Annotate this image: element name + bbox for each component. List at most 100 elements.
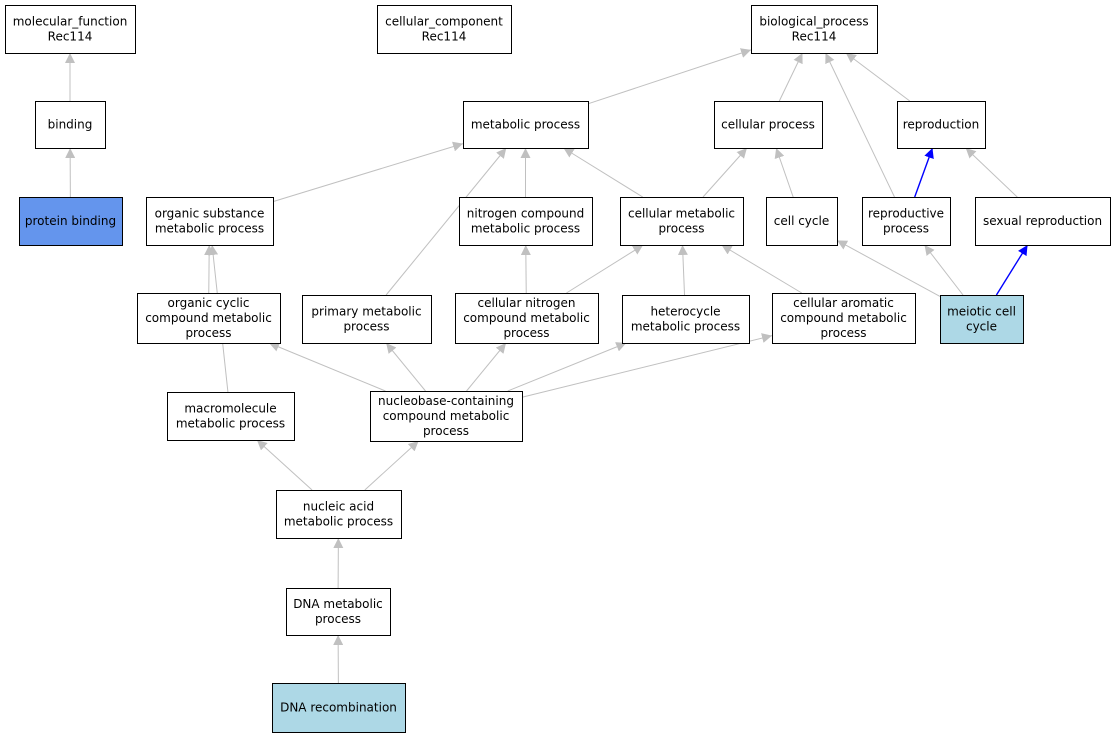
node-box[interactable] xyxy=(377,5,512,54)
node-label: Rec114 xyxy=(422,30,467,44)
node-box[interactable] xyxy=(137,293,281,344)
node-reproduction[interactable]: reproduction xyxy=(897,101,986,149)
node-box[interactable] xyxy=(897,101,986,149)
node-label: nitrogen compound xyxy=(467,207,585,221)
node-protein-binding[interactable]: protein binding xyxy=(19,197,123,246)
node-box[interactable] xyxy=(940,295,1024,344)
node-label: primary metabolic xyxy=(311,305,421,319)
node-label: process xyxy=(503,326,549,340)
edge-cellular_metabolic-to-metabolic_process xyxy=(563,147,643,198)
edge-meiotic_cell_cycle-to-cell_cycle xyxy=(836,239,941,297)
node-box[interactable] xyxy=(772,293,916,344)
edge-metabolic_process-to-biological_process xyxy=(587,48,752,105)
edge-reproduction-to-biological_process xyxy=(845,52,911,102)
node-box[interactable] xyxy=(751,5,878,54)
node-box[interactable] xyxy=(302,295,432,344)
edge-nucleobase-to-organic_cyclic xyxy=(268,342,386,392)
edge-meiotic_cell_cycle-to-sexual_reproduction xyxy=(995,244,1029,296)
node-metabolic-process[interactable]: metabolic process xyxy=(463,101,589,149)
node-box[interactable] xyxy=(276,490,402,539)
node-label: compound metabolic xyxy=(145,311,272,325)
node-label: DNA recombination xyxy=(280,701,397,715)
node-box[interactable] xyxy=(459,197,593,246)
node-box[interactable] xyxy=(455,293,599,344)
edge-reproductive_process-to-reproduction xyxy=(914,147,934,198)
node-label: nucleic acid xyxy=(303,500,374,514)
node-label: meiotic cell xyxy=(947,305,1016,319)
node-box[interactable] xyxy=(167,392,295,441)
edge-cellular_process-to-biological_process xyxy=(778,52,803,102)
node-box[interactable] xyxy=(766,197,838,246)
node-dna-recombination[interactable]: DNA recombination xyxy=(272,683,406,733)
node-label: compound metabolic xyxy=(383,409,510,423)
node-label: organic substance xyxy=(155,207,265,221)
node-label: cellular_component xyxy=(385,15,503,29)
node-box[interactable] xyxy=(146,197,274,246)
edges-layer xyxy=(65,48,1029,684)
edge-nucleic_acid-to-nucleobase xyxy=(364,440,419,491)
node-label: cycle xyxy=(966,320,997,334)
node-cell-cycle[interactable]: cell cycle xyxy=(766,197,838,246)
node-label: metabolic process xyxy=(471,118,580,132)
node-label: compound metabolic xyxy=(463,311,590,325)
node-box[interactable] xyxy=(370,391,523,442)
node-box[interactable] xyxy=(272,683,406,733)
node-label: Rec114 xyxy=(792,30,837,44)
node-label: cellular process xyxy=(721,118,815,132)
node-binding[interactable]: binding xyxy=(35,101,106,149)
node-box[interactable] xyxy=(714,101,823,149)
node-box[interactable] xyxy=(622,295,750,344)
node-label: metabolic process xyxy=(284,515,393,529)
node-cellular-process[interactable]: cellular process xyxy=(714,101,823,149)
node-box[interactable] xyxy=(975,197,1111,246)
edge-organic_substance-to-metabolic_process xyxy=(272,141,464,203)
node-label: nucleobase-containing xyxy=(378,394,514,408)
node-box[interactable] xyxy=(620,197,744,246)
edge-nucleobase-to-heterocycle xyxy=(507,342,627,392)
node-label: reproduction xyxy=(903,118,980,132)
edge-primary_metabolic-to-metabolic_process xyxy=(385,147,507,296)
node-label: metabolic process xyxy=(471,222,580,236)
node-label: process xyxy=(343,320,389,334)
node-label: compound metabolic xyxy=(780,311,907,325)
node-box[interactable] xyxy=(862,197,951,246)
node-sexual-reproduction[interactable]: sexual reproduction xyxy=(975,197,1111,246)
node-box[interactable] xyxy=(35,101,106,149)
node-box[interactable] xyxy=(5,5,136,54)
node-label: cellular nitrogen xyxy=(478,296,576,310)
node-label: DNA metabolic xyxy=(293,597,383,611)
node-label: metabolic process xyxy=(176,417,285,431)
edge-nucleic_acid-to-macromolecule xyxy=(256,439,313,491)
node-label: heterocycle xyxy=(650,305,720,319)
node-box[interactable] xyxy=(19,197,123,246)
node-label: macromolecule xyxy=(184,402,276,416)
node-box[interactable] xyxy=(286,588,391,636)
node-label: binding xyxy=(48,118,93,132)
node-label: process xyxy=(315,612,361,626)
edge-cellular_nitrogen-to-cellular_metabolic xyxy=(566,244,644,294)
edge-meiotic_cell_cycle-to-reproductive_process xyxy=(924,244,964,296)
node-label: protein binding xyxy=(25,214,116,228)
edge-cell_cycle-to-cellular_process xyxy=(774,147,794,198)
node-label: cell cycle xyxy=(774,214,829,228)
node-box[interactable] xyxy=(463,101,589,149)
